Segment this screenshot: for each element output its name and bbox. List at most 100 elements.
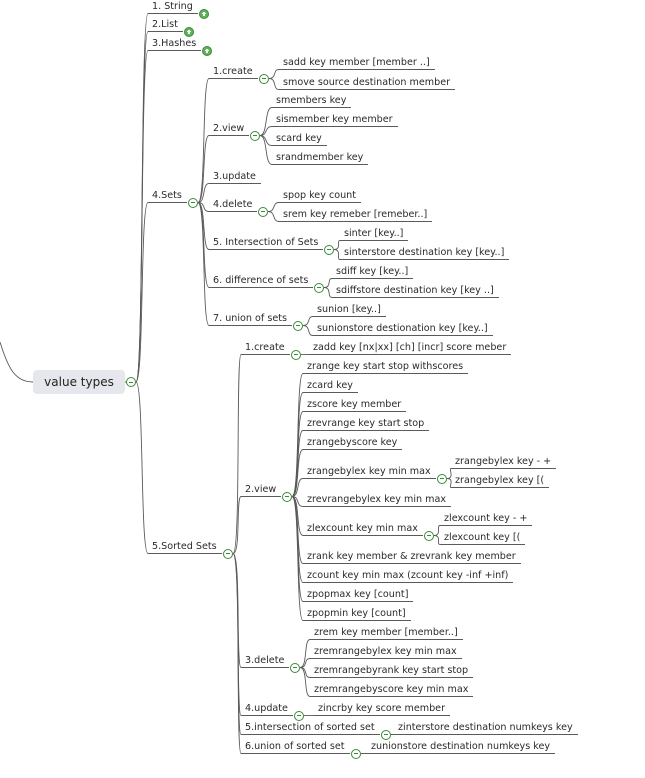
node-smove-source-destination-member[interactable]: smove source destination member: [283, 77, 451, 88]
collapse-icon-n_z_view[interactable]: [282, 491, 292, 502]
node-3-update[interactable]: 3.update: [213, 171, 256, 182]
link-root-to-n_zsets: [135, 381, 149, 554]
node-sunion-key[interactable]: sunion [key..]: [317, 304, 381, 315]
node-5-sorted-sets[interactable]: 5.Sorted Sets: [152, 541, 217, 552]
node-zlexcount-key[interactable]: zlexcount key [(: [444, 532, 521, 543]
link-n_z_delete-to-n_zremrangebyscore: [299, 667, 311, 697]
node-zrevrangebylex-key-min-max[interactable]: zrevrangebylex key min max: [307, 494, 447, 505]
node-zpopmin-key-count[interactable]: zpopmin key [count]: [307, 608, 406, 619]
node-6-difference-of-sets[interactable]: 6. difference of sets: [213, 275, 309, 286]
node-srandmember-key[interactable]: srandmember key: [276, 152, 364, 163]
collapse-icon-n_sets_create[interactable]: [259, 73, 269, 84]
node-zremrangebyrank-key-start-stop[interactable]: zremrangebyrank key start stop: [314, 665, 469, 676]
link-n_sets_union-to-n_sunion: [302, 316, 314, 326]
node-4-delete[interactable]: 4.delete: [213, 199, 253, 210]
link-root-incoming: [0, 341, 34, 383]
collapse-icon-n_sets_union[interactable]: [293, 320, 303, 331]
node-spop-key-count[interactable]: spop key count: [283, 190, 357, 201]
node-3-delete[interactable]: 3.delete: [245, 655, 285, 666]
node-zrevrange-key-start-stop[interactable]: zrevrange key start stop: [307, 418, 425, 429]
link-n_sets-to-n_sets_update: [197, 183, 210, 203]
link-n_sets_view-to-n_smembers: [259, 107, 273, 136]
node-zlexcount-key[interactable]: zlexcount key - +: [444, 513, 528, 524]
node-sinter-key[interactable]: sinter [key..]: [344, 228, 404, 239]
collapse-icon-n_z_update[interactable]: [294, 710, 304, 721]
node-zscore-key-member[interactable]: zscore key member: [307, 399, 402, 410]
collapse-icon-n_z_inter[interactable]: [381, 729, 391, 740]
node-5-intersection-of-sets[interactable]: 5. Intersection of Sets: [213, 237, 319, 248]
node-sdiffstore-destination-key-key[interactable]: sdiffstore destination key [key ..]: [336, 285, 494, 296]
node-zcard-key[interactable]: zcard key: [307, 380, 353, 391]
link-n_zrangebylex-to-n_zrangebylex_b: [446, 478, 452, 488]
node-zrem-key-member-member[interactable]: zrem key member [member..]: [314, 627, 458, 638]
collapse-icon-n_sets_delete[interactable]: [258, 206, 268, 217]
collapse-icon-n_sets_diff[interactable]: [314, 282, 324, 293]
node-zrangebylex-key-min-max[interactable]: zrangebylex key min max: [307, 466, 431, 477]
node-sadd-key-member-member[interactable]: sadd key member [member ..]: [283, 57, 430, 68]
expand-icon-n_string[interactable]: [199, 8, 209, 19]
node-zrangebylex-key[interactable]: zrangebylex key [(: [455, 475, 545, 486]
node-zincrby-key-score-member[interactable]: zincrby key score member: [318, 703, 446, 714]
node-sdiff-key-key[interactable]: sdiff key [key..]: [336, 266, 409, 277]
collapse-icon-n_sets[interactable]: [188, 197, 198, 208]
collapse-icon-n_zrangebylex[interactable]: [437, 473, 447, 484]
link-n_sets_create-to-n_sadd: [268, 69, 280, 79]
link-n_zlexcount-to-n_zlexcount_b: [433, 535, 441, 545]
expand-icon-n_list[interactable]: [184, 26, 194, 37]
link-n_z_view-to-n_zscore: [291, 411, 304, 497]
node-sinterstore-destination-key-key[interactable]: sinterstore destination key [key..]: [344, 247, 505, 258]
collapse-icon-n_zsets[interactable]: [223, 548, 233, 559]
node-sunionstore-destionation-key-key[interactable]: sunionstore destionation key [key..]: [317, 323, 488, 334]
collapse-icon-n_z_create[interactable]: [291, 349, 301, 360]
link-n_sets_delete-to-n_srem: [267, 211, 280, 222]
node-zpopmax-key-count[interactable]: zpopmax key [count]: [307, 589, 409, 600]
node-2-view[interactable]: 2.view: [213, 123, 245, 134]
link-n_sets_inter-to-n_sinter: [333, 240, 341, 250]
collapse-icon-n_z_union[interactable]: [351, 748, 361, 759]
node-1-string[interactable]: 1. String: [152, 1, 193, 12]
link-root-to-n_sets: [135, 202, 149, 383]
node-zadd-key-nx-xx-ch-incr-score-meber[interactable]: zadd key [nx|xx] [ch] [incr] score meber: [313, 342, 507, 353]
link-n_sets-to-n_sets_union: [197, 202, 210, 326]
node-2-list[interactable]: 2.List: [152, 19, 178, 30]
expand-icon-n_hashes[interactable]: [202, 45, 212, 56]
node-2-view[interactable]: 2.view: [245, 484, 277, 495]
node-4-sets[interactable]: 4.Sets: [152, 190, 182, 201]
node-zremrangebyscore-key-min-max[interactable]: zremrangebyscore key min max: [314, 684, 469, 695]
link-n_sets-to-n_sets_view: [197, 135, 210, 203]
node-zrange-key-start-stop-withscores[interactable]: zrange key start stop withscores: [307, 361, 464, 372]
link-n_z_view-to-n_zrangebyscore: [291, 449, 304, 497]
collapse-icon-n_z_delete[interactable]: [290, 662, 300, 673]
node-sismember-key-member[interactable]: sismember key member: [276, 114, 393, 125]
node-zcount-key-min-max-zcount-key-inf-inf[interactable]: zcount key min max (zcount key -inf +inf…: [307, 570, 509, 581]
node-1-create[interactable]: 1.create: [245, 342, 285, 353]
node-zlexcount-key-min-max[interactable]: zlexcount key min max: [307, 523, 418, 534]
node-zrangebylex-key[interactable]: zrangebylex key - +: [455, 456, 552, 467]
node-zremrangebylex-key-min-max[interactable]: zremrangebylex key min max: [314, 646, 457, 657]
link-n_zsets-to-n_z_union: [232, 553, 242, 754]
node-zrank-key-member-zrevrank-key-member[interactable]: zrank key member & zrevrank key member: [307, 551, 516, 562]
collapse-icon-n_sets_view[interactable]: [250, 130, 260, 141]
node-smembers-key[interactable]: smembers key: [276, 95, 347, 106]
node-5-intersection-of-sorted-set[interactable]: 5.intersection of sorted set: [245, 722, 375, 733]
node-zunionstore-destination-numkeys-key[interactable]: zunionstore destination numkeys key: [371, 741, 551, 752]
node-3-hashes[interactable]: 3.Hashes: [152, 38, 197, 49]
node-zinterstore-destination-numkeys-key[interactable]: zinterstore destination numkeys key: [398, 722, 573, 733]
link-n_z_view-to-n_zrangebylex: [291, 478, 304, 497]
node-7-union-of-sets[interactable]: 7. union of sets: [213, 313, 287, 324]
node-6-union-of-sorted-set[interactable]: 6.union of sorted set: [245, 741, 345, 752]
node-4-update[interactable]: 4.update: [245, 703, 288, 714]
node-1-create[interactable]: 1.create: [213, 66, 253, 77]
collapse-icon-n_zlexcount[interactable]: [424, 530, 434, 541]
link-n_zrangebylex-to-n_zrangebylex_a: [446, 468, 452, 479]
link-n_sets_inter-to-n_sinterstore: [333, 249, 341, 260]
collapse-icon-root[interactable]: [126, 377, 136, 387]
link-n_sets_view-to-n_srandmember: [259, 135, 273, 165]
node-srem-key-remeber-remeber[interactable]: srem key remeber [remeber..]: [283, 209, 428, 220]
node-scard-key[interactable]: scard key: [276, 133, 322, 144]
node-zrangebyscore-key[interactable]: zrangebyscore key: [307, 437, 398, 448]
link-n_sets_create-to-n_smove: [268, 78, 280, 90]
link-n_zsets-to-n_z_view: [232, 496, 242, 554]
collapse-icon-n_sets_inter[interactable]: [324, 244, 334, 255]
root-node-value-types[interactable]: value types: [33, 370, 125, 394]
